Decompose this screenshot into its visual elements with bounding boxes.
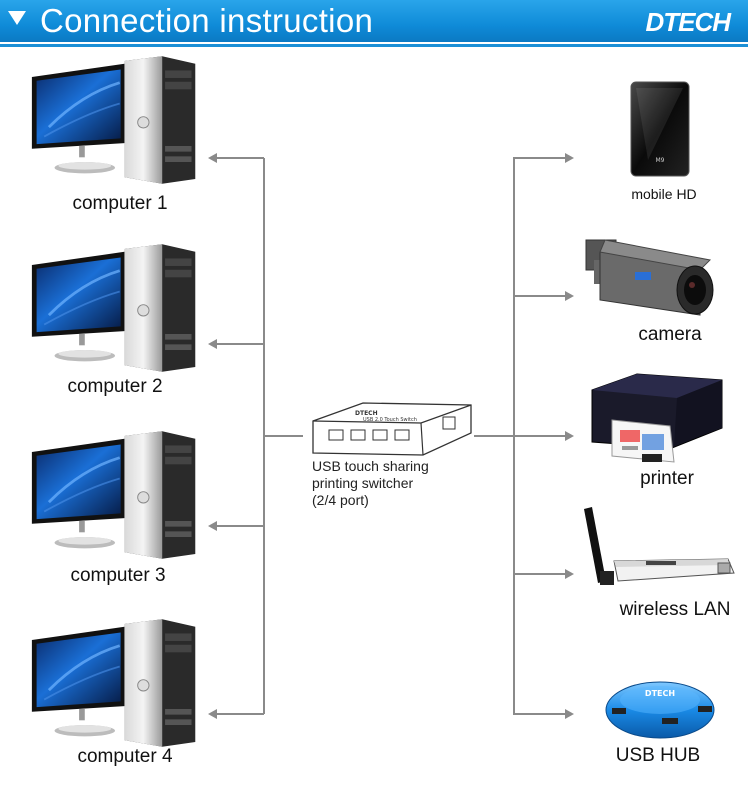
usb-hub-icon: DTECH <box>605 681 715 739</box>
switcher-caption: USB touch sharing printing switcher (2/4… <box>312 458 429 509</box>
switch-box-text: USB 2.0 Touch Switch <box>363 417 417 423</box>
arrow-to-computer-4 <box>208 709 217 719</box>
left-branch-1 <box>216 157 264 159</box>
switcher-caption-line3: (2/4 port) <box>312 492 369 508</box>
switcher-caption-line1: USB touch sharing <box>312 458 429 474</box>
arrow-to-computer-1 <box>208 153 217 163</box>
header-banner: Connection instruction DTECH <box>0 0 748 44</box>
computer-4-icon <box>30 618 200 748</box>
right-branch-5 <box>513 713 565 715</box>
svg-text:DTECH: DTECH <box>645 689 675 698</box>
page-title: Connection instruction <box>40 2 374 39</box>
arrow-to-wireless-lan <box>565 569 574 579</box>
switch-right-link <box>474 435 514 437</box>
svg-text:DTECH: DTECH <box>355 410 378 417</box>
usb-switch-icon: DTECH USB 2.0 Touch Switch <box>312 402 472 456</box>
computer-4-label: computer 4 <box>77 746 173 767</box>
camera-icon <box>585 239 714 316</box>
right-branch-3 <box>513 435 565 437</box>
computer-1-icon <box>30 55 200 185</box>
right-branch-2 <box>513 295 565 297</box>
mobile-hd-label: mobile HD <box>631 186 697 202</box>
arrow-to-computer-3 <box>208 521 217 531</box>
arrow-to-mobile-hd <box>565 153 574 163</box>
computer-3-icon <box>30 430 200 560</box>
camera-label: camera <box>638 324 702 345</box>
left-branch-3 <box>216 525 264 527</box>
brand-logo: DTECH <box>645 7 731 37</box>
arrow-to-printer <box>565 431 574 441</box>
wireless-lan-label: wireless LAN <box>619 599 731 620</box>
switcher-caption-line2: printing switcher <box>312 475 414 491</box>
arrow-to-camera <box>565 291 574 301</box>
svg-text:M9: M9 <box>656 157 665 164</box>
printer-icon <box>591 373 723 463</box>
arrow-to-computer-2 <box>208 339 217 349</box>
arrow-to-usb-hub <box>565 709 574 719</box>
right-branch-4 <box>513 573 565 575</box>
wireless-lan-icon <box>584 507 735 585</box>
computer-3-label: computer 3 <box>70 565 166 586</box>
switch-left-link <box>263 435 303 437</box>
left-branch-4 <box>216 713 264 715</box>
right-branch-1 <box>513 157 565 159</box>
computer-2-label: computer 2 <box>67 376 163 397</box>
computer-1-label: computer 1 <box>72 193 168 214</box>
computer-2-icon <box>30 243 200 373</box>
printer-label: printer <box>640 468 694 489</box>
mobile-hd-icon: M9 <box>630 81 690 177</box>
triangle-icon <box>8 11 26 25</box>
left-branch-2 <box>216 343 264 345</box>
usb-hub-label: USB HUB <box>615 745 701 766</box>
